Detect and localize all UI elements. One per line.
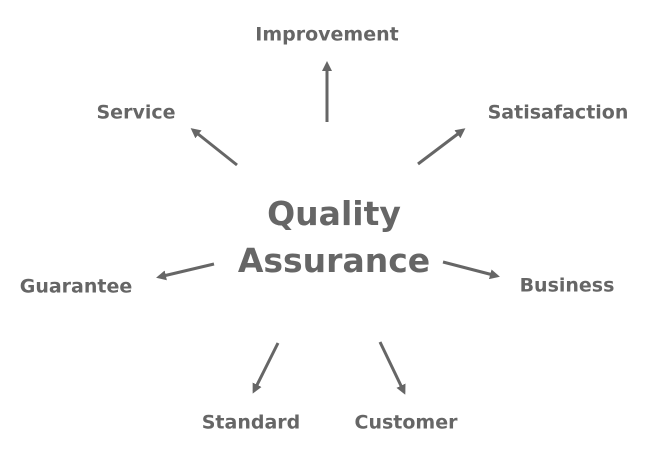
arrow-business bbox=[442, 260, 500, 280]
arrow-standard bbox=[252, 342, 280, 394]
arrow-customer bbox=[378, 341, 406, 395]
node-standard: Standard bbox=[201, 411, 301, 434]
arrow-satisfaction bbox=[417, 128, 466, 166]
node-guarantee: Guarantee bbox=[19, 275, 133, 298]
center-title: Quality Assurance bbox=[238, 191, 430, 285]
node-satisfaction: Satisafaction bbox=[487, 101, 629, 124]
node-customer: Customer bbox=[354, 411, 458, 434]
center-title-line2: Assurance bbox=[237, 241, 431, 280]
node-improvement: Improvement bbox=[255, 23, 399, 46]
node-business: Business bbox=[519, 274, 615, 297]
center-title-line1: Quality bbox=[267, 194, 401, 234]
node-service: Service bbox=[96, 101, 176, 124]
arrow-guarantee bbox=[156, 262, 215, 281]
arrow-service bbox=[190, 128, 238, 167]
